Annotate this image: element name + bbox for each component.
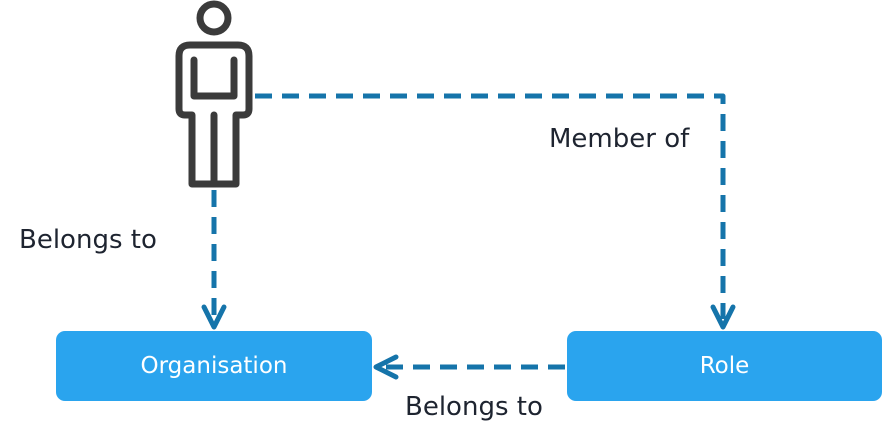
connector-member-of bbox=[255, 93, 736, 330]
connector-user-belongs-to bbox=[201, 190, 227, 330]
edge-label-user-belongs-to: Belongs to bbox=[19, 225, 157, 255]
node-role: Role bbox=[567, 331, 882, 401]
edge-label-member-of: Member of bbox=[549, 124, 690, 154]
node-role-label: Role bbox=[699, 353, 750, 379]
connector-role-belongs-to bbox=[373, 354, 565, 380]
node-organisation-label: Organisation bbox=[140, 353, 288, 379]
edge-label-role-belongs-to: Belongs to bbox=[405, 392, 543, 422]
node-organisation: Organisation bbox=[56, 331, 372, 401]
person-icon bbox=[175, 0, 253, 188]
